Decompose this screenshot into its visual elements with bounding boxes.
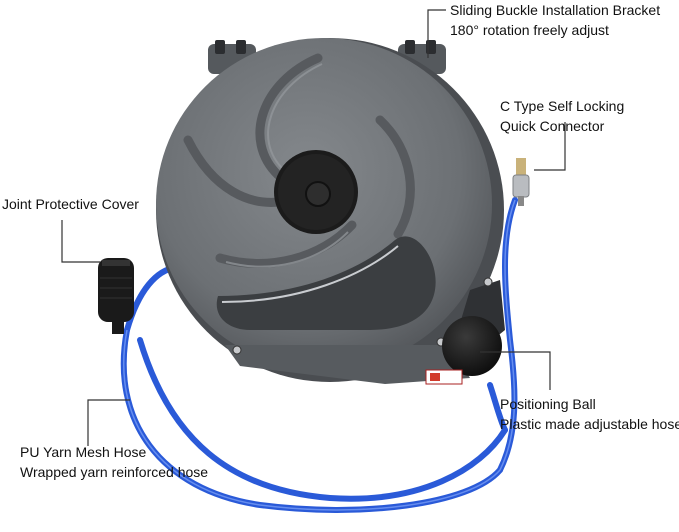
callout-connector-desc: Quick Connector (500, 118, 605, 134)
callout-cover-title: Joint Protective Cover (2, 196, 139, 212)
joint-protective-cover (98, 258, 134, 334)
mounting-bracket (208, 40, 446, 74)
center-hub (274, 150, 358, 234)
callout-cover: Joint Protective Cover (2, 194, 139, 214)
callout-hose: PU Yarn Mesh Hose Wrapped yarn reinforce… (20, 442, 208, 482)
callout-bracket-desc: 180° rotation freely adjust (450, 22, 609, 38)
callout-ball: Positioning Ball Plastic made adjustable… (500, 394, 679, 434)
callout-connector-title: C Type Self Locking (500, 98, 625, 114)
callout-ball-desc: Plastic made adjustable hose (500, 416, 679, 432)
positioning-ball (425, 316, 502, 385)
quick-connector (512, 158, 530, 206)
callout-hose-title: PU Yarn Mesh Hose (20, 444, 147, 460)
callout-bracket: Sliding Buckle Installation Bracket 180°… (450, 0, 660, 40)
callout-connector: C Type Self Locking Quick Connector (500, 96, 624, 136)
callout-lines (61, 9, 566, 446)
label-panel (216, 236, 436, 330)
callout-ball-title: Positioning Ball (500, 396, 596, 412)
callout-bracket-title: Sliding Buckle Installation Bracket (450, 2, 661, 18)
callout-hose-desc: Wrapped yarn reinforced hose (20, 464, 209, 480)
